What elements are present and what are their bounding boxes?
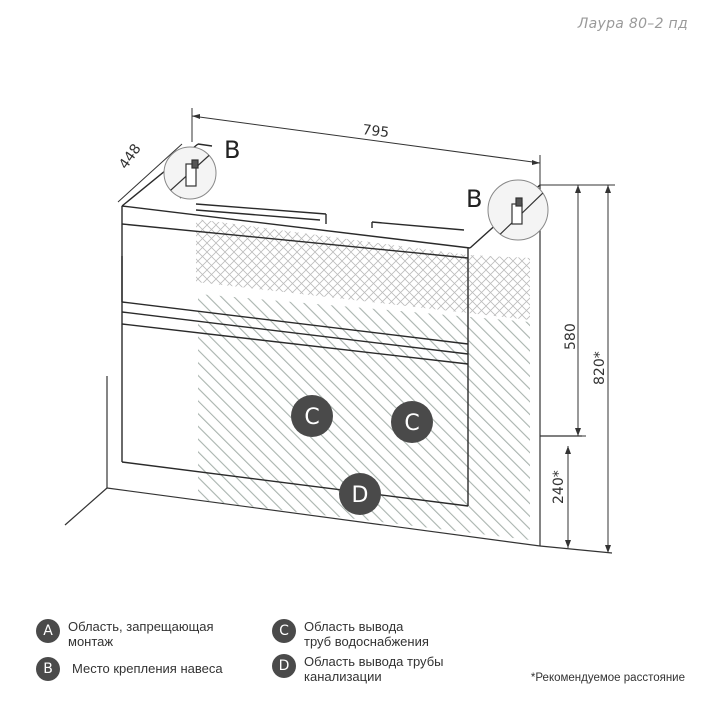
legend-line: Область вывода — [304, 619, 404, 634]
marker-b-right: B — [466, 185, 482, 213]
legend-text-d: Область вывода трубы канализации — [304, 654, 443, 684]
legend-badge-a: A — [36, 619, 60, 643]
dim-height-cabinet: 580 — [563, 323, 579, 350]
legend-badge-c: C — [272, 619, 296, 643]
model-label: Лаура 80–2 пд — [577, 16, 688, 32]
dim-width: 795 — [362, 122, 390, 141]
legend-item-d: D Область вывода трубы канализации — [272, 654, 443, 684]
dim-height-total: 820* — [592, 351, 608, 385]
legend-badge-b: B — [36, 657, 60, 681]
marker-c-left-label: C — [304, 405, 319, 430]
dimension-lines — [117, 108, 615, 553]
legend-text-a: Область, запрещающая монтаж — [68, 619, 214, 649]
legend-item-b: B Место крепления навеса — [36, 657, 223, 681]
legend-line: монтаж — [68, 634, 114, 649]
marker-c-left: C — [291, 395, 333, 437]
area-a-hatch — [196, 219, 530, 320]
legend-line: канализации — [304, 669, 382, 684]
area-cd-hatch — [198, 294, 530, 540]
legend-text-c: Область вывода труб водоснабжения — [304, 619, 429, 649]
legend-item-c: C Область вывода труб водоснабжения — [272, 619, 429, 649]
marker-c-right-label: C — [404, 411, 419, 436]
legend-badge-d: D — [272, 654, 296, 678]
cabinet-body — [121, 143, 541, 507]
mount-detail-right — [487, 179, 549, 241]
legend-line: Место крепления навеса — [72, 661, 223, 676]
wall-outline — [64, 185, 613, 554]
marker-d-label: D — [352, 483, 369, 508]
dimension-arrows — [192, 114, 611, 553]
legend-line: Область вывода трубы — [304, 654, 444, 669]
footnote: *Рекомендуемое расстояние — [530, 672, 685, 684]
marker-d: D — [339, 473, 381, 515]
legend-text-b: Место крепления навеса — [72, 661, 223, 676]
legend-line: Область, запрещающая — [68, 619, 214, 634]
legend-item-a: A Область, запрещающая монтаж — [36, 619, 214, 649]
marker-b-left: B — [224, 136, 240, 164]
legend-line: труб водоснабжения — [304, 634, 429, 649]
marker-c-right: C — [391, 401, 433, 443]
mount-detail-left — [163, 146, 217, 200]
dim-depth: 448 — [116, 141, 144, 172]
dim-height-floor: 240* — [551, 470, 567, 504]
